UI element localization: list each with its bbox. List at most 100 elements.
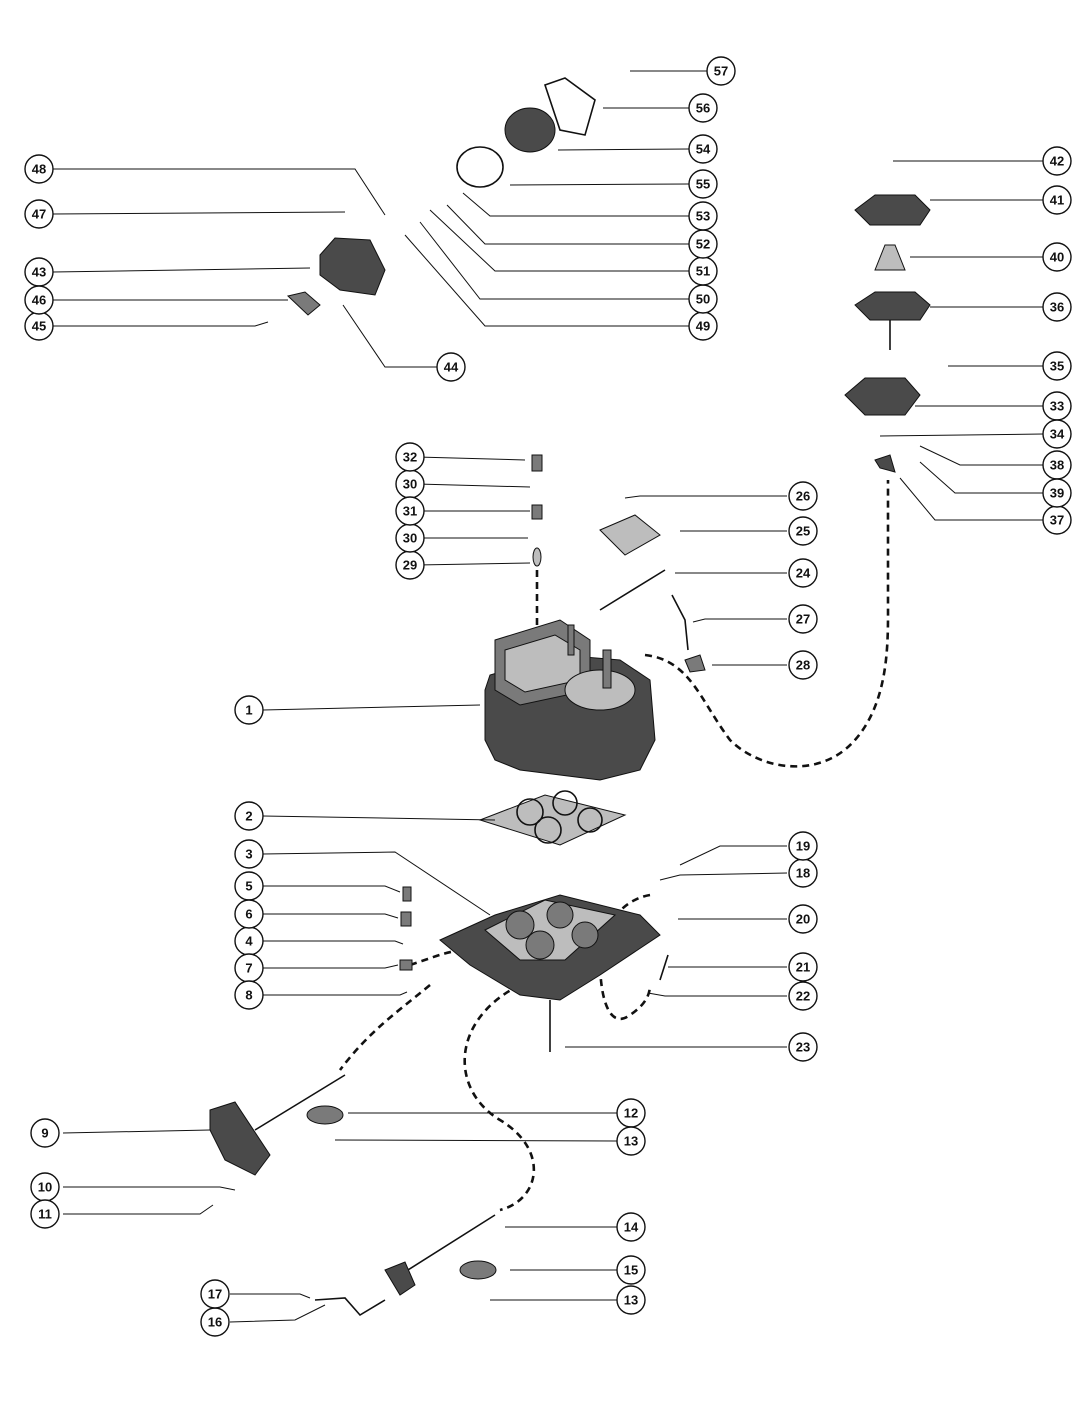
callout-18: 18 (788, 858, 818, 888)
callout-7: 7 (234, 953, 264, 983)
svg-text:47: 47 (32, 207, 46, 222)
callout-4: 4 (234, 926, 264, 956)
nut-7-part (399, 959, 413, 971)
callout-27: 27 (788, 604, 818, 634)
callout-38: 38 (1042, 450, 1072, 480)
callout-3: 3 (234, 839, 264, 869)
callout-33: 33 (1042, 391, 1072, 421)
svg-text:7: 7 (245, 961, 252, 976)
main-body-part (484, 619, 656, 781)
svg-text:32: 32 (403, 450, 417, 465)
svg-text:56: 56 (696, 101, 710, 116)
svg-text:22: 22 (796, 989, 810, 1004)
clip-28-part (684, 654, 706, 673)
screw-21-part (659, 954, 669, 981)
svg-text:51: 51 (696, 264, 710, 279)
callout-43: 43 (24, 257, 54, 287)
callout-41: 41 (1042, 185, 1072, 215)
svg-text:9: 9 (41, 1126, 48, 1141)
svg-text:13: 13 (624, 1134, 638, 1149)
callout-5: 5 (234, 871, 264, 901)
svg-text:24: 24 (796, 566, 811, 581)
callout-28: 28 (788, 650, 818, 680)
callout-19: 19 (788, 831, 818, 861)
pump-cover-41-part (854, 194, 931, 226)
shaft-24-part (599, 569, 666, 611)
callout-9: 9 (30, 1118, 60, 1148)
callout-48: 48 (24, 154, 54, 184)
svg-text:57: 57 (714, 64, 728, 79)
callout-56: 56 (688, 93, 718, 123)
svg-text:41: 41 (1050, 193, 1064, 208)
leader-lines (52, 70, 1044, 1323)
screw-32-part (531, 454, 543, 472)
svg-text:52: 52 (696, 237, 710, 252)
svg-text:33: 33 (1050, 399, 1064, 414)
callout-20: 20 (788, 904, 818, 934)
callout-39: 39 (1042, 478, 1072, 508)
callout-6: 6 (234, 899, 264, 929)
callout-10: 10 (30, 1172, 60, 1202)
svg-text:37: 37 (1050, 513, 1064, 528)
svg-text:40: 40 (1050, 250, 1064, 265)
callout-12: 12 (616, 1098, 646, 1128)
spring-31-part (531, 504, 543, 520)
svg-text:44: 44 (444, 360, 459, 375)
svg-text:16: 16 (208, 1315, 222, 1330)
choke-lever-46-part (286, 291, 321, 316)
callouts: 1 2 3 4 5 6 7 8 9 10 11 12 13 13 14 15 1… (24, 56, 1072, 1337)
svg-text:10: 10 (38, 1180, 52, 1195)
callout-13-top: 13 (616, 1126, 646, 1156)
callout-23: 23 (788, 1032, 818, 1062)
svg-text:11: 11 (38, 1207, 52, 1222)
callout-31: 31 (395, 496, 425, 526)
callout-55: 55 (688, 169, 718, 199)
callout-37: 37 (1042, 505, 1072, 535)
choke-piston-54-part (504, 107, 556, 153)
svg-text:55: 55 (696, 177, 710, 192)
svg-text:53: 53 (696, 209, 710, 224)
callout-49: 49 (688, 311, 718, 341)
throttle-plate-12-part (306, 1105, 344, 1125)
svg-text:50: 50 (696, 292, 710, 307)
svg-text:36: 36 (1050, 300, 1064, 315)
callout-30-bottom: 30 (395, 523, 425, 553)
callout-22: 22 (788, 981, 818, 1011)
svg-text:6: 6 (245, 907, 252, 922)
callout-42: 42 (1042, 146, 1072, 176)
linkage-throttle-shaft-1 (338, 984, 431, 1071)
svg-text:1: 1 (245, 703, 252, 718)
callout-44: 44 (436, 352, 466, 382)
svg-text:5: 5 (245, 879, 252, 894)
svg-text:34: 34 (1050, 427, 1065, 442)
callout-30-top: 30 (395, 469, 425, 499)
callout-13-bottom: 13 (616, 1285, 646, 1315)
svg-text:19: 19 (796, 839, 810, 854)
callout-50: 50 (688, 284, 718, 314)
svg-text:29: 29 (403, 558, 417, 573)
secondary-throttle-shaft-part (384, 1214, 496, 1296)
callout-15: 15 (616, 1255, 646, 1285)
needle-29-part (532, 547, 542, 567)
svg-text:46: 46 (32, 293, 46, 308)
svg-text:23: 23 (796, 1040, 810, 1055)
callout-54: 54 (688, 134, 718, 164)
callout-26: 26 (788, 481, 818, 511)
gasket-25-part (599, 514, 661, 556)
callout-16: 16 (200, 1307, 230, 1337)
spring-6-part (400, 911, 412, 927)
svg-text:3: 3 (245, 847, 252, 862)
svg-text:27: 27 (796, 612, 810, 627)
svg-text:49: 49 (696, 319, 710, 334)
svg-text:42: 42 (1050, 154, 1064, 169)
svg-text:38: 38 (1050, 458, 1064, 473)
callout-52: 52 (688, 229, 718, 259)
svg-text:25: 25 (796, 524, 810, 539)
callout-29: 29 (395, 550, 425, 580)
choke-housing-43-part (319, 237, 386, 296)
svg-text:28: 28 (796, 658, 810, 673)
svg-text:20: 20 (796, 912, 810, 927)
svg-text:30: 30 (403, 531, 417, 546)
primary-throttle-shaft-part (209, 1074, 346, 1176)
svg-text:45: 45 (32, 319, 46, 334)
